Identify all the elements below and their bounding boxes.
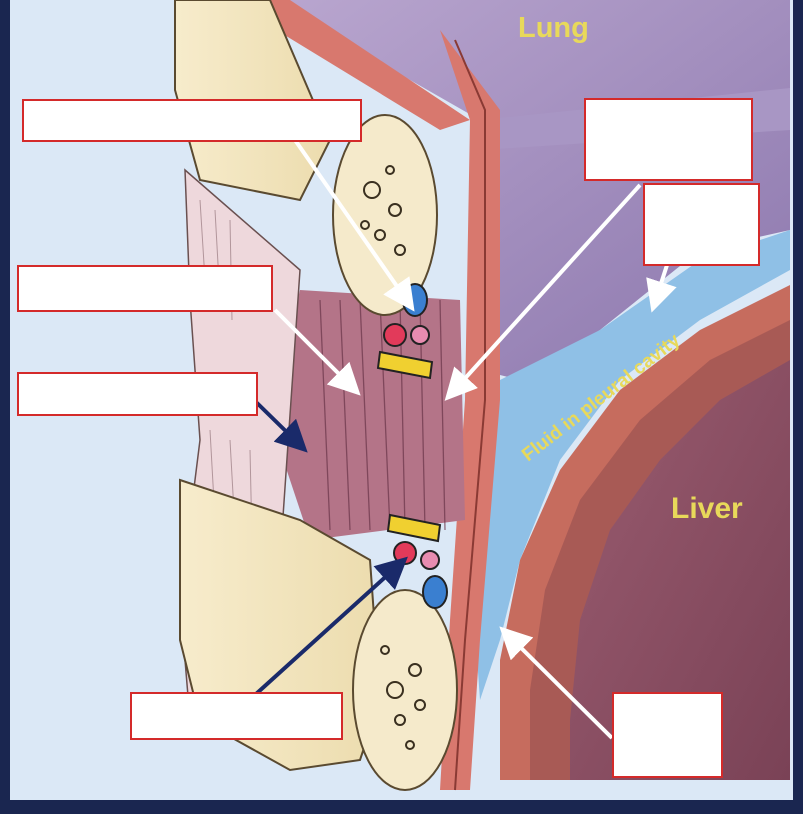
label-box-left-middle[interactable] [17,372,258,416]
dark-arrows [254,400,408,696]
label-box-bottom-center[interactable] [130,692,343,740]
liver-label: Liver [671,492,743,525]
white-arrows [273,138,677,740]
lower-rib [352,589,458,791]
muscle-fibers [319,299,446,531]
arrow-to-parietal [499,626,614,740]
upper-rib-marrow [360,165,406,256]
label-box-right-middle[interactable] [643,183,760,266]
lung-label: Lung [518,12,589,44]
lower-neurovascular-bundle [386,513,448,609]
arrow-to-lower-bundle [254,556,408,696]
upper-rib [332,114,438,316]
pleural-fluid [470,230,790,700]
liver-region [570,360,790,780]
arrow-to-diaphragm [646,261,677,313]
arrow-to-inner-muscle [254,400,308,453]
arrow-to-muscle [273,308,361,396]
pleura-line [454,39,486,791]
label-box-top-right[interactable] [584,98,753,181]
intercostal-muscle [270,290,465,540]
label-box-top-left[interactable] [22,99,362,142]
arrow-to-pleura [444,183,642,401]
arrow-to-upper-bundle [293,138,415,312]
lower-rib-marrow [380,645,426,750]
label-box-left-upper[interactable] [17,265,273,312]
label-box-bottom-right[interactable] [612,692,723,778]
lung-region [270,0,790,380]
upper-wall-band [200,0,470,130]
